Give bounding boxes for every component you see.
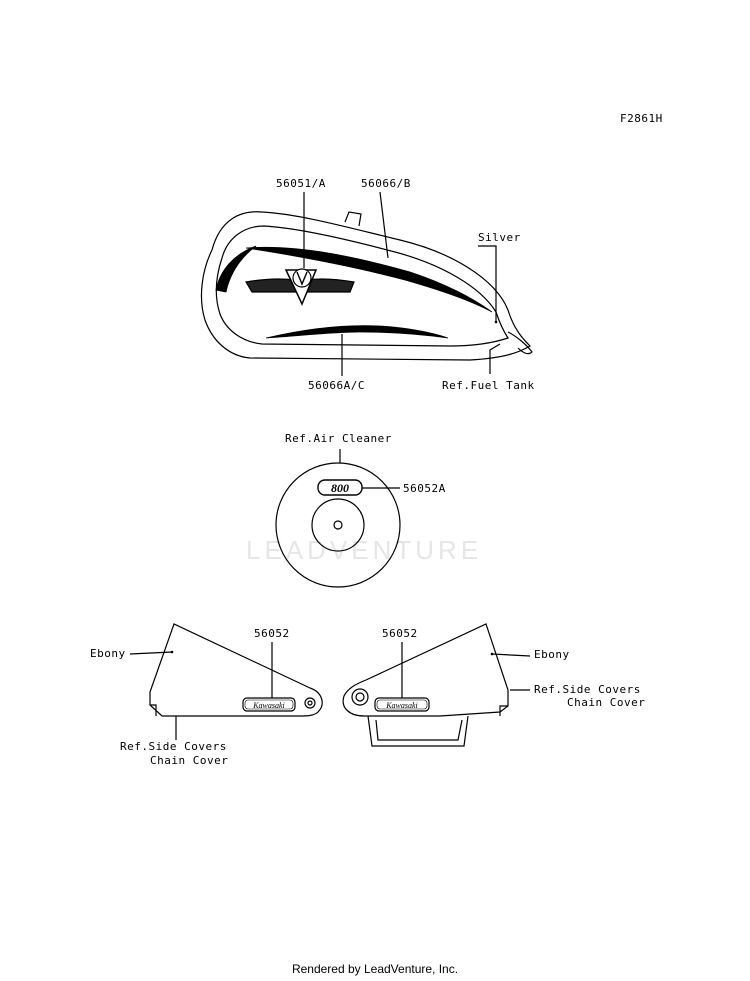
leader-56066b [379, 191, 389, 259]
air-cleaner-cover [275, 462, 401, 588]
label-ref-side-covers-right: Ref.Side Covers [534, 683, 641, 696]
label-chain-cover-right: Chain Cover [567, 696, 646, 709]
left-side-cover [149, 623, 323, 717]
right-side-cover [342, 623, 509, 747]
label-ebony-left: Ebony [90, 647, 126, 660]
badge-800-text: 800 [331, 481, 349, 495]
label-ebony-right: Ebony [534, 648, 570, 661]
leader-ref-fuel-tank [489, 343, 501, 374]
watermark: LEADVENTURE [246, 535, 483, 565]
kawasaki-emblem-text-left: Kawasaki [252, 701, 285, 710]
leader-silver [478, 245, 497, 322]
v-wing-emblem [245, 268, 355, 306]
label-silver: Silver [478, 231, 521, 244]
footer-credit: Rendered by LeadVenture, Inc. [291, 962, 459, 976]
tank-stripe-front [215, 245, 257, 293]
figure-code: F2861H [620, 112, 663, 125]
leader-ebony-left [129, 651, 173, 655]
label-56052-right: 56052 [382, 627, 418, 640]
label-56052a: 56052A [403, 482, 446, 495]
label-chain-cover-left: Chain Cover [150, 754, 229, 767]
label-56051a: 56051/A [276, 177, 326, 190]
label-ref-air-cleaner: Ref.Air Cleaner [285, 432, 392, 445]
label-ref-side-covers-left: Ref.Side Covers [120, 740, 227, 753]
label-56066ac: 56066A/C [308, 379, 365, 392]
kawasaki-emblem-left [242, 697, 296, 712]
label-56066b: 56066/B [361, 177, 411, 190]
kawasaki-emblem-text-right: Kawasaki [385, 701, 418, 710]
label-ref-fuel-tank: Ref.Fuel Tank [442, 379, 535, 392]
fuel-tank [200, 211, 533, 361]
leader-ebony-right [491, 653, 531, 657]
tank-stripe-lower [265, 325, 449, 339]
label-56052-left: 56052 [254, 627, 290, 640]
tank-stripe-upper [245, 246, 493, 313]
